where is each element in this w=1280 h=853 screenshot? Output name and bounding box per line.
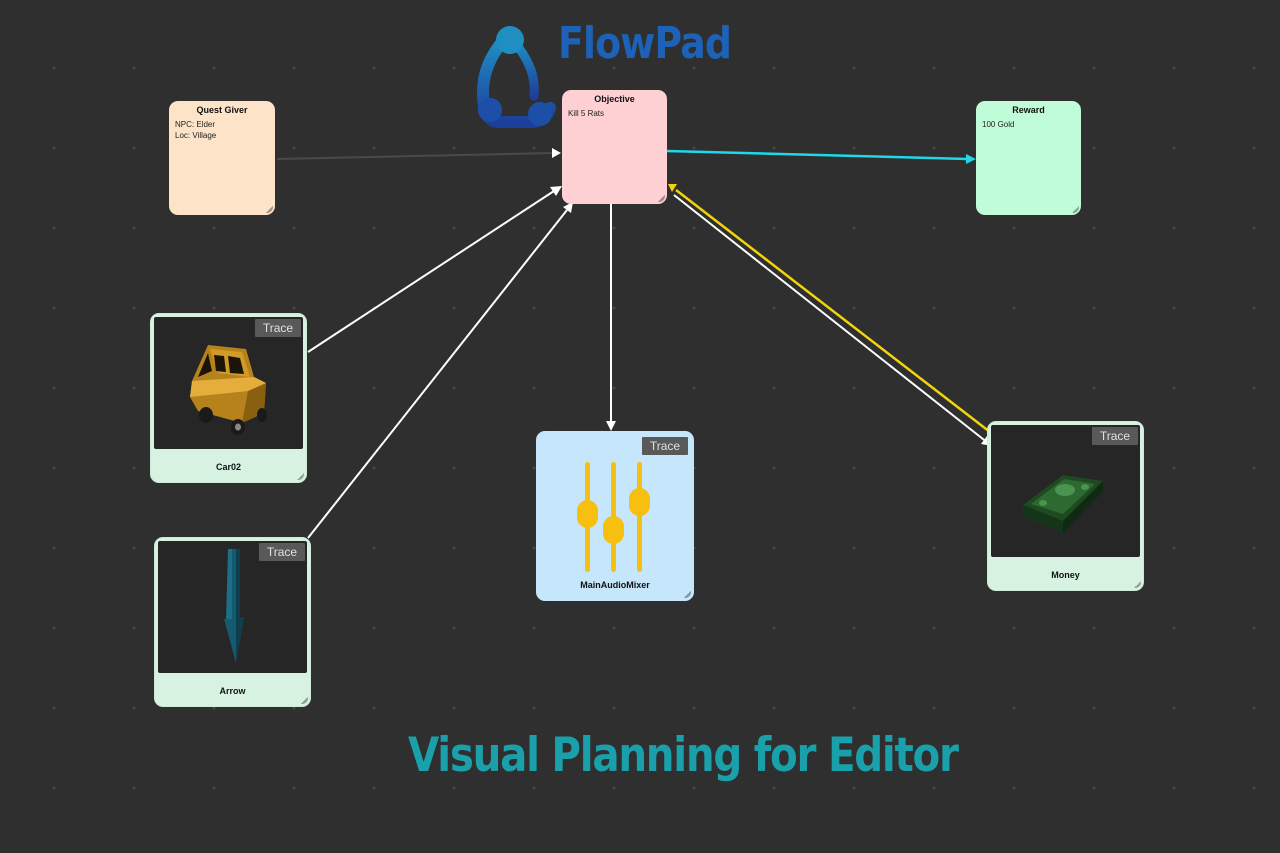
arrow-asset-node[interactable]: Trace Arrow <box>154 537 311 707</box>
trace-button[interactable]: Trace <box>255 319 301 337</box>
arrow-model-icon <box>224 549 244 663</box>
reward-node[interactable]: Reward 100 Gold <box>976 101 1081 215</box>
asset-preview <box>154 317 303 449</box>
resize-handle[interactable] <box>658 195 665 202</box>
asset-name: MainAudioMixer <box>580 580 650 590</box>
node-title: Objective <box>594 94 635 104</box>
trace-button[interactable]: Trace <box>259 543 305 561</box>
node-body: NPC: Elder Loc: Village <box>175 120 217 140</box>
money-icon <box>1023 475 1103 533</box>
audio-mixer-icon <box>577 462 650 572</box>
flowpad-logo-icon <box>477 26 556 128</box>
edge-questgiver-objective[interactable] <box>276 148 561 160</box>
resize-handle[interactable] <box>1134 581 1141 588</box>
asset-name: Money <box>1051 570 1080 580</box>
edge-arrow-objective[interactable] <box>307 202 573 539</box>
trace-button[interactable]: Trace <box>1092 427 1138 445</box>
node-body: Kill 5 Rats <box>568 109 605 118</box>
trace-button[interactable]: Trace <box>642 437 688 455</box>
node-body: 100 Gold <box>982 120 1015 129</box>
resize-handle[interactable] <box>266 206 273 213</box>
edge-money-objective-yellow[interactable] <box>668 184 991 433</box>
tagline: Visual Planning for Editor <box>408 728 959 783</box>
quest-giver-node[interactable]: Quest Giver NPC: Elder Loc: Village <box>169 101 275 215</box>
resize-handle[interactable] <box>1072 206 1079 213</box>
asset-name: Arrow <box>219 686 246 696</box>
asset-name: Car02 <box>215 462 242 472</box>
car-asset-node[interactable]: Trace Car02 <box>150 313 307 483</box>
app-brand-name: FlowPad <box>558 18 732 69</box>
audio-mixer-asset-node[interactable]: Trace MainAudioMixer <box>536 431 694 601</box>
objective-node[interactable]: Objective Kill 5 Rats <box>562 90 667 204</box>
edge-objective-reward[interactable] <box>666 149 976 164</box>
asset-preview <box>991 425 1140 557</box>
resize-handle[interactable] <box>301 697 308 704</box>
car-icon <box>190 345 267 435</box>
node-title: Reward <box>1012 105 1045 115</box>
node-title: Quest Giver <box>196 105 248 115</box>
edge-car-objective[interactable] <box>307 186 562 353</box>
resize-handle[interactable] <box>684 591 691 598</box>
asset-preview <box>158 541 307 673</box>
resize-handle[interactable] <box>297 473 304 480</box>
edge-objective-mixer[interactable] <box>606 204 616 431</box>
money-asset-node[interactable]: Trace Money <box>987 421 1144 591</box>
edge-money-objective[interactable] <box>673 194 992 446</box>
